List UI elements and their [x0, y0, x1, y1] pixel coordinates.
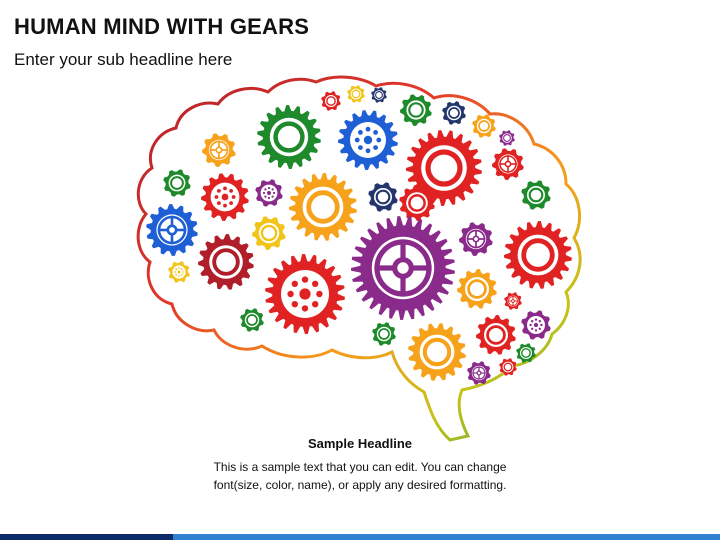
body-line-2: font(size, color, name), or apply any de… [213, 478, 507, 492]
gear-icon [146, 204, 198, 256]
gear-icon [504, 292, 522, 310]
gear-icon [252, 216, 286, 250]
gear-icon [442, 101, 466, 125]
gear-icon [368, 182, 398, 212]
body-line-1: This is a sample text that you can edit.… [213, 460, 507, 474]
gear-icon [406, 130, 482, 206]
gear-icon [516, 343, 536, 363]
gear-icon [371, 87, 387, 103]
gear-icon [472, 114, 496, 138]
gear-icon [255, 179, 283, 207]
gear-icon [168, 261, 190, 283]
gear-icon [476, 315, 516, 355]
gear-icon [467, 361, 491, 385]
gear-icon [492, 148, 524, 180]
gear-icon [289, 173, 357, 241]
gear-icon [202, 133, 236, 167]
footer-bar-light [172, 534, 720, 540]
gear-icon [399, 185, 435, 221]
sample-headline: Sample Headline [307, 436, 413, 451]
footer-bar-dark [0, 534, 173, 540]
gear-icon [351, 216, 455, 320]
gear-icon [504, 221, 572, 289]
gear-icon [499, 358, 517, 376]
gear-icon [240, 308, 264, 332]
sample-body-text: This is a sample text that you can edit.… [160, 458, 560, 494]
gear-icon [408, 323, 466, 381]
slide-subtitle: Enter your sub headline here [14, 50, 233, 69]
gear-icon [257, 105, 321, 169]
gear-icon [521, 180, 551, 210]
gear-icon [400, 94, 432, 126]
gear-icon [321, 91, 341, 111]
gear-icon [457, 269, 497, 309]
gear-icon [201, 173, 249, 221]
gear-icon [265, 254, 345, 334]
gear-icon [347, 85, 365, 103]
gear-icon [459, 222, 493, 256]
gear-icon [163, 169, 191, 197]
gear-icon [521, 310, 551, 340]
gear-icon [198, 234, 254, 290]
gear-icon [338, 110, 398, 170]
footer-bar [0, 534, 720, 540]
gear-icon [372, 322, 396, 346]
slide-title: HUMAN MIND WITH GEARS [14, 14, 310, 39]
gear-icon [499, 130, 515, 146]
